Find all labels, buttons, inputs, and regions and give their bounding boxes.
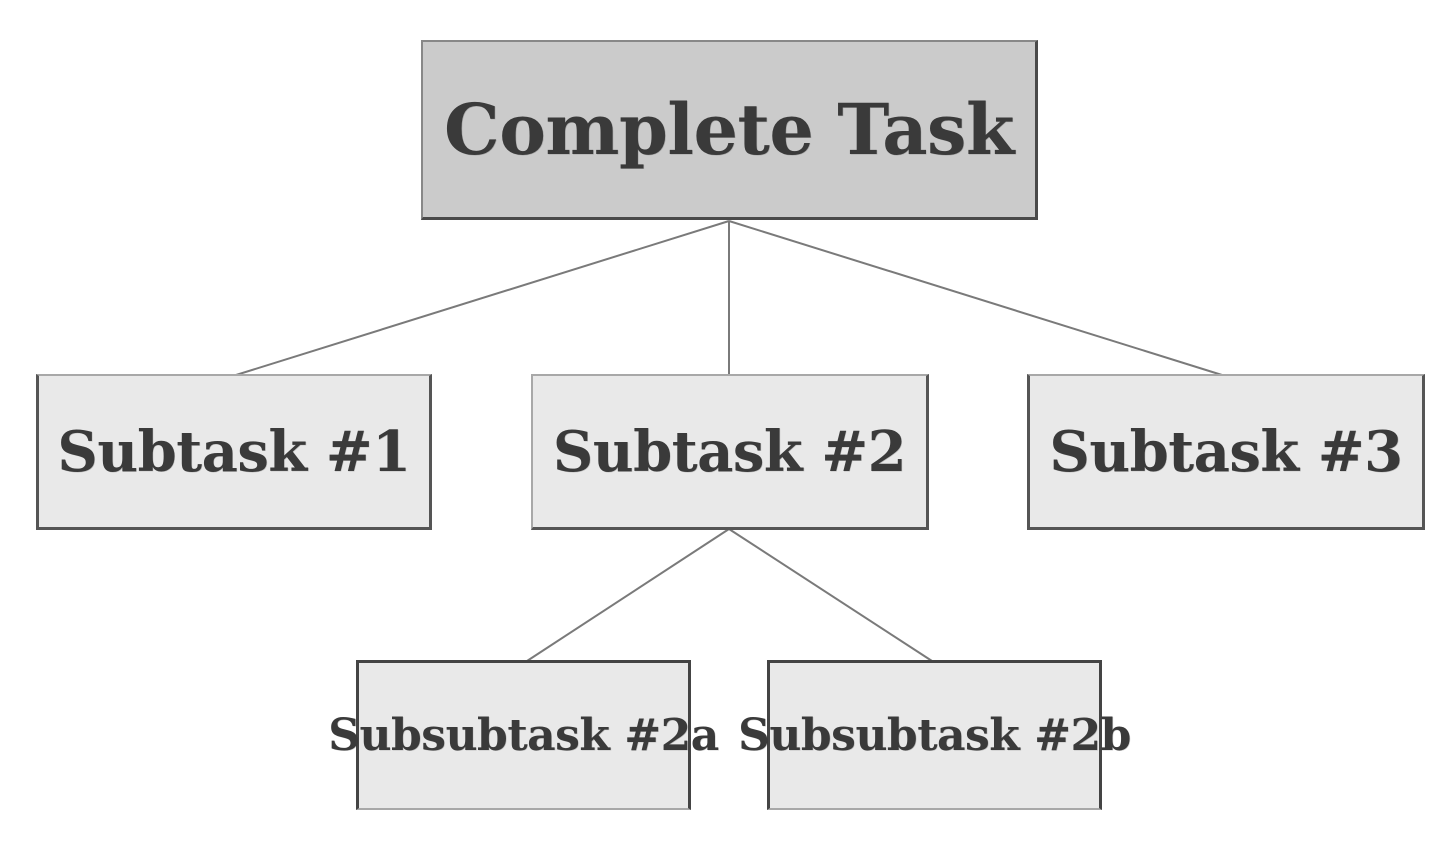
node-complete-task: Complete Task — [421, 40, 1038, 220]
node-subtask-1: Subtask #1 — [36, 374, 432, 530]
node-subsubtask-2a: Subsubtask #2a — [328, 660, 719, 810]
node-label: Subtask #2 — [552, 418, 907, 485]
node-label: Subsubtask #2a — [328, 710, 719, 761]
edge-root-subtask-1 — [235, 220, 730, 376]
node-subtask-3: Subtask #3 — [1027, 374, 1425, 530]
node-label: Subtask #1 — [57, 418, 411, 485]
edge-subtask-2-subsubtask-2a — [526, 528, 730, 662]
edge-root-subtask-3 — [728, 220, 1223, 376]
edge-subtask-2-subsubtask-2b — [728, 528, 933, 662]
node-label: Subtask #3 — [1049, 418, 1403, 485]
node-subtask-2: Subtask #2 — [531, 374, 929, 530]
node-label: Complete Task — [444, 88, 1014, 171]
node-subsubtask-2b: Subsubtask #2b — [738, 660, 1131, 810]
node-label: Subsubtask #2b — [738, 710, 1131, 761]
